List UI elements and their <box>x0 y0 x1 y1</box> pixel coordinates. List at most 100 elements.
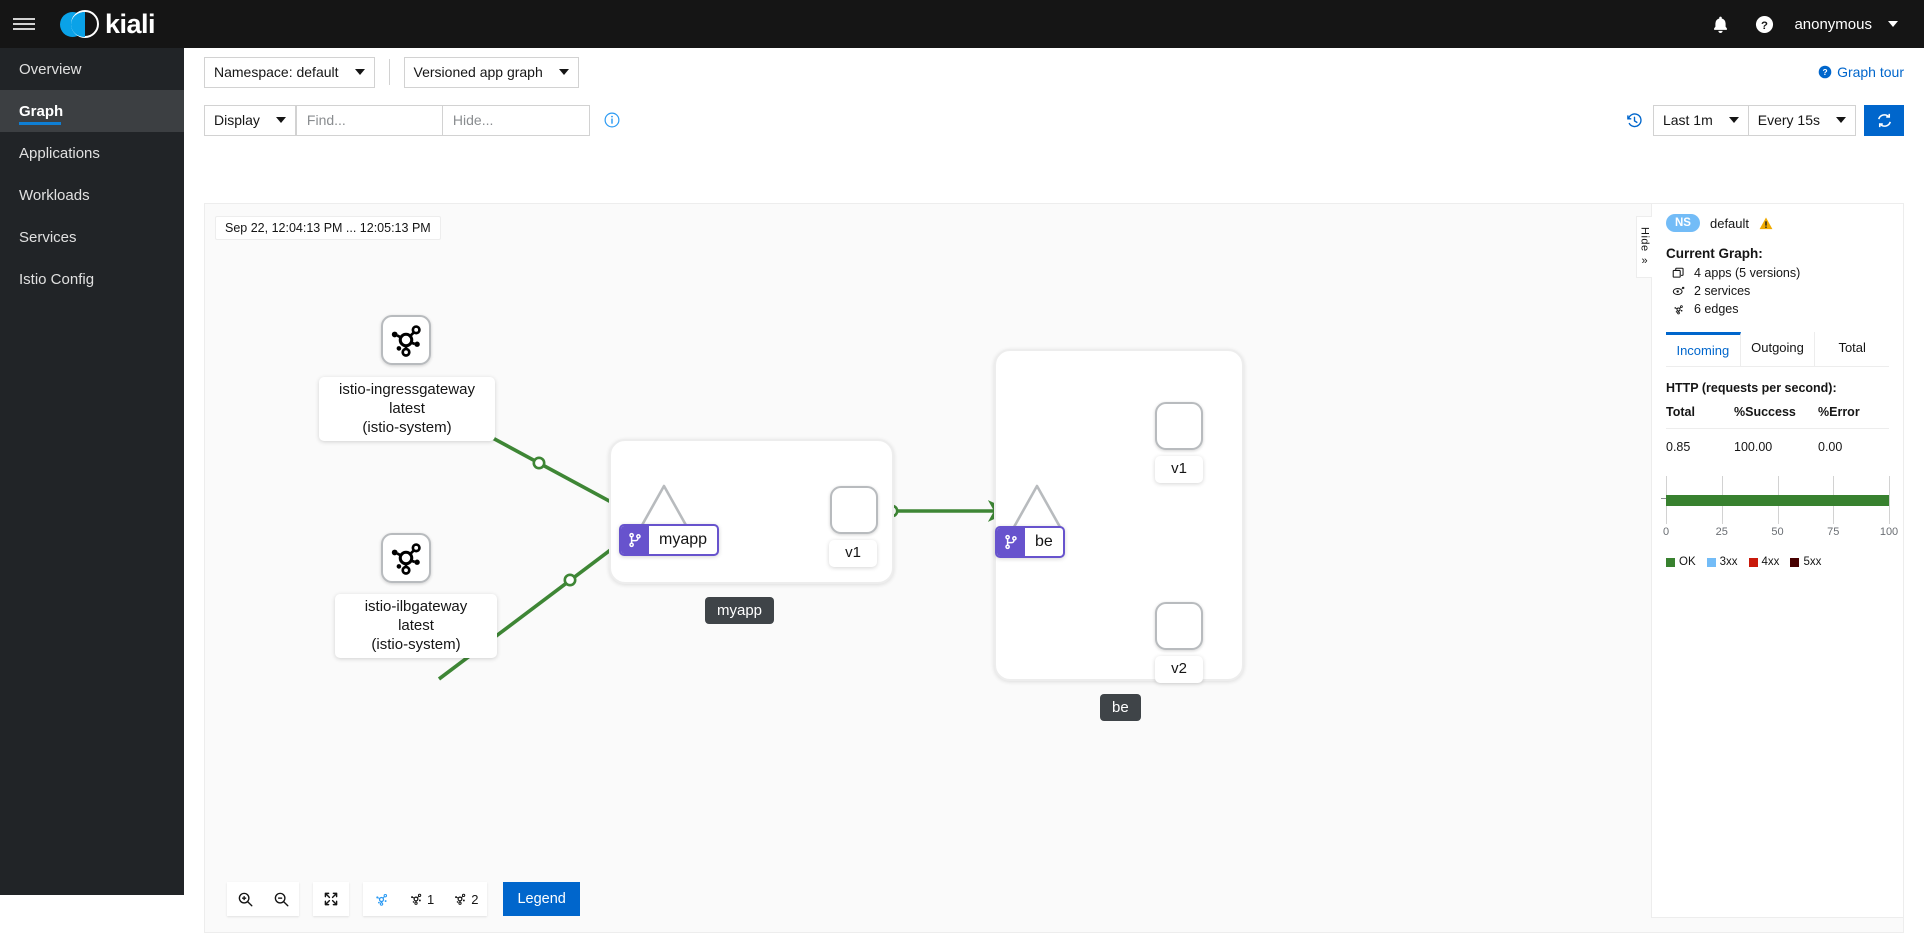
chevron-down-icon[interactable] <box>1888 21 1898 27</box>
workload-node-shape <box>830 486 878 534</box>
sidebar-item-istio-config[interactable]: Istio Config <box>0 258 184 300</box>
sidebar-item-applications[interactable]: Applications <box>0 132 184 174</box>
group-label-myapp: myapp <box>705 597 775 624</box>
info-circle-icon[interactable] <box>604 112 620 128</box>
node-istio-ilbgateway[interactable] <box>381 533 431 583</box>
metric-header-total: Total <box>1666 405 1695 419</box>
legend-item-ok[interactable]: OK <box>1666 556 1696 568</box>
tab-outgoing[interactable]: Outgoing <box>1741 332 1816 366</box>
chart-xtick: 0 <box>1662 526 1670 538</box>
brand-logo-area[interactable]: kiali <box>60 9 156 40</box>
zoom-controls <box>227 882 299 916</box>
graph-tour-button[interactable]: ? Graph tour <box>1818 64 1904 80</box>
sidebar-item-label: Applications <box>19 144 100 162</box>
sidebar-item-services[interactable]: Services <box>0 216 184 258</box>
service-mesh-icon <box>391 325 421 357</box>
graph-time-range-chip: Sep 22, 12:04:13 PM ... 12:05:13 PM <box>215 216 441 240</box>
chart-bar-ok <box>1666 495 1889 506</box>
graph-type-select-label: Versioned app graph <box>413 64 543 80</box>
stat-edges: 6 edges <box>1672 302 1889 316</box>
sidebar-item-label: Overview <box>19 60 82 78</box>
node-istio-ingressgateway[interactable] <box>381 315 431 365</box>
layout-2-button[interactable]: 2 <box>443 882 488 916</box>
app-node-shape <box>381 533 431 583</box>
legend-button[interactable]: Legend <box>503 882 580 916</box>
chart-gridline <box>1889 476 1890 524</box>
layout-default-button[interactable] <box>363 882 399 916</box>
tab-incoming[interactable]: Incoming <box>1666 332 1741 366</box>
namespace-select[interactable]: Namespace: default <box>204 56 375 88</box>
metrics-table-header: Total %Success %Error <box>1666 405 1889 429</box>
badge-label-myapp: myapp <box>659 531 708 548</box>
layout-1-label: 1 <box>427 891 435 907</box>
node-label-ingressgateway: istio-ingressgateway latest (istio-syste… <box>319 377 495 442</box>
masthead: kiali ? anonymous <box>0 0 1924 48</box>
time-controls: Last 1m Every 15s <box>1626 104 1904 136</box>
refresh-interval-select[interactable]: Every 15s <box>1748 104 1856 136</box>
node-be-v2[interactable] <box>1155 602 1203 650</box>
zoom-out-icon[interactable] <box>263 882 299 916</box>
legend-swatch <box>1790 557 1800 567</box>
svg-text:?: ? <box>1761 19 1768 31</box>
node-myapp-v1[interactable] <box>830 486 878 534</box>
workload-node-shape <box>1155 402 1203 450</box>
node-be-v1[interactable] <box>1155 402 1203 450</box>
display-menu-button[interactable]: Display <box>204 104 296 136</box>
sidebar-item-overview[interactable]: Overview <box>0 48 184 90</box>
help-circle-icon[interactable]: ? <box>1744 4 1784 44</box>
badge-virtualservice-be[interactable]: be <box>995 526 1065 558</box>
legend-item-5xx[interactable]: 5xx <box>1790 556 1821 568</box>
sidebar-item-label: Workloads <box>19 186 90 204</box>
user-name[interactable]: anonymous <box>1794 15 1872 33</box>
legend-swatch <box>1748 557 1758 567</box>
chart-legend: OK 3xx 4xx 5xx <box>1666 556 1889 568</box>
time-range-select[interactable]: Last 1m <box>1652 104 1749 136</box>
metric-header-error: %Error <box>1818 405 1860 419</box>
hide-input[interactable]: Hide... <box>442 104 590 136</box>
badge-label-be: be <box>1035 533 1053 550</box>
find-input[interactable]: Find... <box>295 104 443 136</box>
bell-icon[interactable] <box>1700 4 1740 44</box>
badge-virtualservice-myapp[interactable]: myapp <box>619 524 720 556</box>
legend-item-3xx[interactable]: 3xx <box>1706 556 1738 568</box>
http-metrics-title: HTTP (requests per second): <box>1666 381 1837 395</box>
sidebar-item-graph[interactable]: Graph <box>0 90 184 132</box>
graph-toolbar-bottom: Display Find... Hide... Last 1m Every 15… <box>184 96 1924 144</box>
hamburger-icon[interactable] <box>0 0 48 48</box>
warning-triangle-icon <box>1759 217 1773 230</box>
expand-icon[interactable] <box>313 882 349 916</box>
legend-label: OK <box>1679 556 1696 568</box>
legend-item-4xx[interactable]: 4xx <box>1748 556 1780 568</box>
graph-canvas[interactable]: Sep 22, 12:04:13 PM ... 12:05:13 PM <box>204 203 1904 933</box>
stat-services-text: 2 services <box>1694 284 1751 298</box>
node-label-be-v2: v2 <box>1155 656 1203 683</box>
side-panel-hide-toggle[interactable]: Hide » <box>1636 216 1652 278</box>
current-graph-title: Current Graph: <box>1666 246 1763 261</box>
namespace-pill: NS <box>1666 214 1700 232</box>
chevron-down-icon <box>1728 117 1739 123</box>
zoom-in-icon[interactable] <box>227 882 263 916</box>
legend-label: 4xx <box>1761 556 1780 568</box>
graph-type-select[interactable]: Versioned app graph <box>403 56 579 88</box>
find-input-placeholder: Find... <box>306 112 346 128</box>
stat-apps-text: 4 apps (5 versions) <box>1694 266 1801 280</box>
kiali-logo-icon <box>60 9 99 40</box>
chevron-down-icon <box>558 69 569 75</box>
chevron-down-icon <box>275 117 286 123</box>
topology-icon <box>375 893 387 906</box>
chevron-down-icon <box>1836 117 1846 123</box>
group-label-be: be <box>1100 694 1141 721</box>
history-icon[interactable] <box>1626 112 1643 129</box>
tab-total[interactable]: Total <box>1838 340 1866 355</box>
stat-edges-text: 6 edges <box>1694 302 1739 316</box>
sidebar: Overview Graph Applications Workloads Se… <box>0 48 184 895</box>
refresh-button[interactable] <box>1864 104 1904 136</box>
node-label-myapp-v1: v1 <box>829 540 877 567</box>
edge-midpoint-marker <box>563 573 577 587</box>
layout-1-button[interactable]: 1 <box>399 882 444 916</box>
sidebar-item-workloads[interactable]: Workloads <box>0 174 184 216</box>
svg-text:?: ? <box>1823 67 1828 77</box>
graph-bottom-toolbar: 1 2 Legend <box>205 866 1903 932</box>
hide-input-placeholder: Hide... <box>452 112 494 128</box>
hide-label: Hide <box>1638 227 1651 252</box>
